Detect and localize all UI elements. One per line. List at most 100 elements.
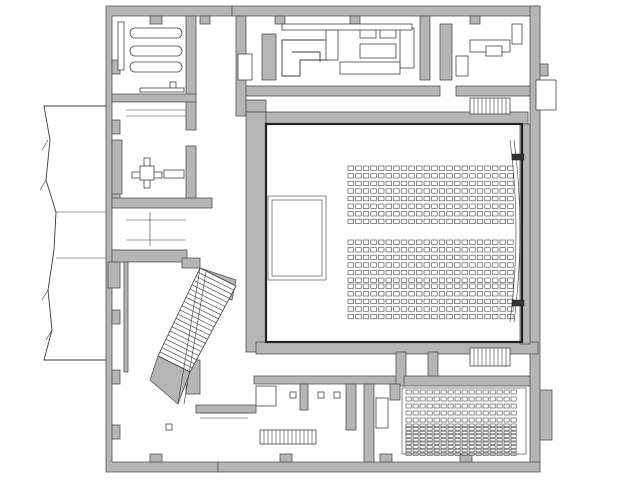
seat	[438, 270, 446, 276]
seat	[355, 291, 362, 297]
seat	[408, 188, 415, 194]
seat	[447, 445, 454, 449]
seat	[347, 298, 354, 304]
seat	[454, 438, 461, 442]
seat	[385, 165, 392, 171]
seat	[489, 430, 496, 435]
stair-tread	[187, 292, 224, 311]
seat	[385, 180, 392, 186]
seat	[385, 247, 392, 253]
seat	[405, 417, 412, 423]
seat	[461, 427, 468, 431]
seat	[440, 438, 447, 442]
seat	[378, 239, 385, 245]
secondary-stairs	[259, 79, 557, 445]
seat	[378, 180, 385, 186]
seat	[507, 165, 514, 171]
seat	[408, 211, 415, 217]
seat	[489, 389, 496, 395]
seat	[446, 218, 453, 224]
seat	[499, 277, 506, 283]
seat	[416, 165, 423, 171]
seat	[454, 254, 461, 260]
seat	[503, 445, 510, 449]
stair-tread	[177, 313, 213, 332]
seat	[489, 423, 496, 427]
seat	[499, 298, 506, 304]
seat	[469, 314, 476, 320]
seat	[362, 291, 370, 297]
seat	[510, 434, 517, 438]
seat	[438, 306, 446, 312]
seat	[400, 283, 408, 289]
seat	[400, 277, 408, 283]
seat	[503, 441, 510, 445]
seat	[385, 173, 392, 179]
seat	[446, 306, 453, 312]
seat	[454, 410, 461, 416]
seat	[440, 448, 447, 453]
seat	[347, 306, 354, 312]
seat	[385, 283, 392, 289]
seat	[510, 389, 517, 395]
seat	[378, 262, 385, 268]
seat	[393, 211, 400, 217]
seat	[378, 188, 385, 194]
seat	[461, 403, 468, 409]
seat	[393, 262, 400, 268]
seat	[412, 417, 419, 423]
seat	[385, 196, 392, 202]
seat	[408, 203, 415, 209]
seat	[385, 314, 392, 320]
seat	[400, 306, 408, 312]
seat	[438, 262, 446, 268]
seat	[400, 203, 408, 209]
seat	[347, 196, 354, 202]
seat	[503, 417, 510, 423]
seat	[476, 165, 484, 171]
seat	[503, 403, 510, 409]
seat	[393, 283, 400, 289]
seat	[355, 180, 362, 186]
seat	[484, 262, 491, 268]
seat	[416, 188, 423, 194]
seat	[461, 277, 468, 283]
seat	[408, 239, 415, 245]
seat	[378, 277, 385, 283]
seat	[408, 306, 415, 312]
seat	[482, 396, 489, 402]
seat	[416, 306, 423, 312]
seat	[447, 448, 454, 453]
seat	[469, 211, 476, 217]
seat	[454, 430, 461, 435]
seat	[355, 298, 362, 304]
stair-tread	[193, 280, 230, 299]
seat	[484, 188, 491, 194]
seat	[454, 218, 461, 224]
stair-tread	[171, 326, 206, 344]
stair-tread	[157, 355, 191, 373]
seat	[454, 434, 461, 438]
seat	[412, 434, 419, 438]
seat	[461, 434, 468, 438]
stair-tread	[161, 347, 195, 365]
seat	[476, 314, 484, 320]
seat	[378, 247, 385, 253]
seat	[347, 247, 354, 253]
seat	[347, 270, 354, 276]
seat	[454, 441, 461, 445]
seat	[408, 254, 415, 260]
seat	[393, 165, 400, 171]
seat	[482, 417, 489, 423]
seat	[438, 218, 446, 224]
seat	[433, 434, 440, 438]
seat	[446, 291, 453, 297]
seat	[400, 188, 408, 194]
seat	[461, 270, 468, 276]
seat	[370, 254, 377, 260]
seat	[405, 448, 412, 453]
seat	[454, 298, 461, 304]
seat	[484, 270, 491, 276]
seat	[433, 410, 440, 416]
seat	[419, 445, 426, 449]
